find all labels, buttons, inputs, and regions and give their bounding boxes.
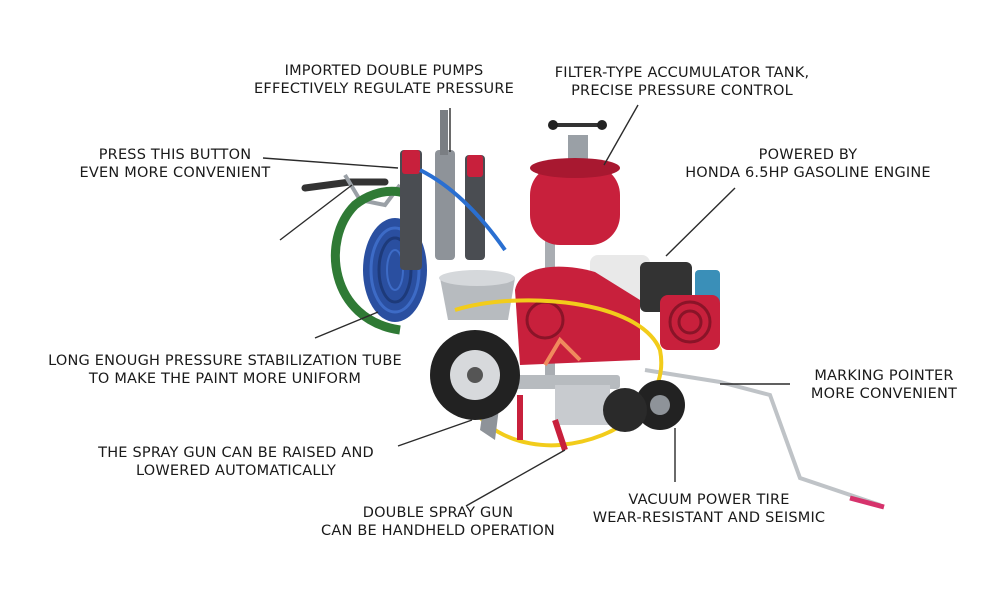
callout-button: PRESS THIS BUTTON EVEN MORE CONVENIENT <box>80 146 271 182</box>
callout-double-gun-line1: DOUBLE SPRAY GUN <box>362 505 514 521</box>
left-wheel <box>430 330 520 420</box>
callout-tank-line1: FILTER-TYPE ACCUMULATOR TANK, <box>554 65 810 81</box>
callout-gun-lift: THE SPRAY GUN CAN BE RAISED AND LOWERED … <box>98 444 374 480</box>
double-pumps <box>400 110 507 270</box>
callout-pointer: MARKING POINTER MORE CONVENIENT <box>811 367 957 403</box>
callout-tire: VACUUM POWER TIRE WEAR-RESISTANT AND SEI… <box>593 491 826 527</box>
callout-tank-line2: PRECISE PRESSURE CONTROL <box>571 83 793 99</box>
callout-button-line1: PRESS THIS BUTTON <box>98 147 252 163</box>
callout-engine-line2: HONDA 6.5HP GASOLINE ENGINE <box>685 165 931 181</box>
callout-double-gun-line2: CAN BE HANDHELD OPERATION <box>321 523 555 539</box>
callout-pumps-line2: EFFECTIVELY REGULATE PRESSURE <box>254 81 514 97</box>
callout-tire-line2: WEAR-RESISTANT AND SEISMIC <box>592 510 826 526</box>
callout-pumps-line1: IMPORTED DOUBLE PUMPS <box>284 63 484 79</box>
accumulator-tank <box>530 120 620 245</box>
callout-tank: FILTER-TYPE ACCUMULATOR TANK, PRECISE PR… <box>555 64 810 100</box>
callout-tube: LONG ENOUGH PRESSURE STABILIZATION TUBE … <box>48 352 402 388</box>
callout-pointer-line2: MORE CONVENIENT <box>810 386 958 402</box>
red-housing <box>515 266 720 365</box>
callout-pumps: IMPORTED DOUBLE PUMPS EFFECTIVELY REGULA… <box>254 62 514 98</box>
callout-double-gun: DOUBLE SPRAY GUN CAN BE HANDHELD OPERATI… <box>321 504 555 540</box>
callout-engine: POWERED BY HONDA 6.5HP GASOLINE ENGINE <box>685 146 931 182</box>
green-tube <box>331 186 415 335</box>
callout-tube-line1: LONG ENOUGH PRESSURE STABILIZATION TUBE <box>48 353 402 369</box>
callout-engine-line1: POWERED BY <box>758 147 858 163</box>
callout-pointer-line1: MARKING POINTER <box>814 368 954 384</box>
callout-tire-line1: VACUUM POWER TIRE <box>628 492 790 508</box>
callout-gun-lift-line2: LOWERED AUTOMATICALLY <box>135 463 337 479</box>
rear-wheels <box>603 380 685 432</box>
callout-button-line2: EVEN MORE CONVENIENT <box>79 165 271 181</box>
leader-lines <box>262 104 790 507</box>
marking-pointer <box>644 368 885 510</box>
callout-tube-line2: TO MAKE THE PAINT MORE UNIFORM <box>88 371 362 387</box>
callout-gun-lift-line1: THE SPRAY GUN CAN BE RAISED AND <box>98 445 374 461</box>
paint-bucket <box>439 270 515 320</box>
